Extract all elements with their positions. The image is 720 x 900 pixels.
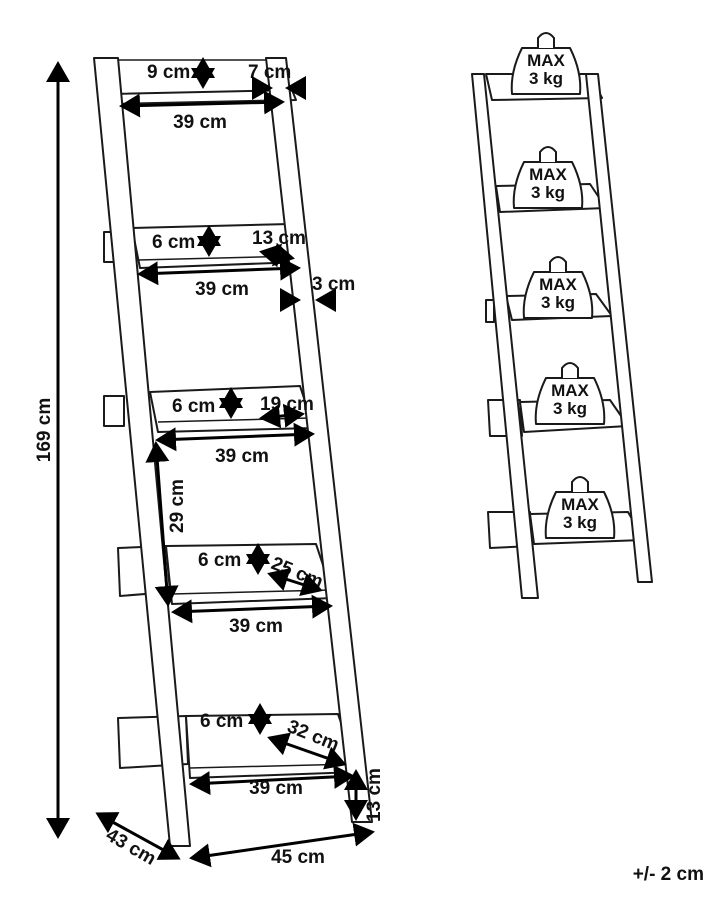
tolerance-note: +/- 2 cm [632, 864, 704, 885]
shelf-3-height-label: 6 cm [172, 396, 215, 417]
width-label: 45 cm [271, 847, 325, 868]
shelf-1-width-arrow [119, 90, 285, 118]
shelf-4-depth-arrow [267, 568, 323, 596]
weight-4-line1: MAX [551, 381, 589, 400]
right-shelf-3-side [485, 299, 495, 323]
shelf-4-height-label: 6 cm [198, 550, 241, 571]
dimensions: 169 cm 43 cm 45 cm 13 cm 29 cm 3 cm 9 cm… [34, 57, 385, 870]
shelf-spacing-label: 29 cm [167, 479, 188, 533]
width-arrow [189, 822, 375, 868]
shelf-5-width-label: 39 cm [249, 778, 303, 799]
shelf-2-width-arrow [137, 256, 301, 286]
weight-2-line1: MAX [529, 165, 567, 184]
shelf-spacing-arrow [145, 441, 179, 607]
leg-thickness-label: 3 cm [312, 274, 355, 295]
shelf-4-width-label: 39 cm [229, 616, 283, 637]
weight-2-line2: 3 kg [531, 183, 565, 202]
weight-1-line2: 3 kg [529, 69, 563, 88]
weight-5-line1: MAX [561, 495, 599, 514]
shelf-3-width-arrow [155, 422, 315, 452]
shelf-1-depth-label: 7 cm [248, 62, 291, 83]
total-height-label: 169 cm [34, 398, 55, 462]
weight-4-line2: 3 kg [553, 399, 587, 418]
shelf-2-height-label: 6 cm [152, 232, 195, 253]
depth-arrow [95, 812, 181, 860]
shelf-3-width-label: 39 cm [215, 446, 269, 467]
shelf-5-depth-arrow [267, 732, 347, 770]
leg-gap-label: 13 cm [364, 768, 385, 822]
right-leg-back [585, 73, 653, 583]
shelf-3-depth-arrow [259, 403, 305, 429]
shelf-2-width-label: 39 cm [195, 279, 249, 300]
weight-5-line2: 3 kg [563, 513, 597, 532]
weight-4: MAX 3 kg [534, 362, 606, 425]
shelf-4-width-arrow [171, 594, 333, 624]
weight-2: MAX 3 kg [512, 146, 584, 209]
shelf-2-depth-label: 13 cm [252, 228, 306, 249]
weight-1: MAX 3 kg [510, 32, 582, 95]
weight-3-line1: MAX [539, 275, 577, 294]
weight-3: MAX 3 kg [522, 256, 594, 319]
shelf-1-width-label: 39 cm [173, 112, 227, 133]
shelf-3-depth-label: 19 cm [260, 394, 314, 415]
weights: MAX 3 kg MAX 3 kg MAX 3 kg MAX 3 kg MAX … [510, 32, 616, 539]
right-leg-front [471, 73, 539, 599]
shelf-5-height-label: 6 cm [200, 711, 243, 732]
weight-5: MAX 3 kg [544, 476, 616, 539]
weight-1-line1: MAX [527, 51, 565, 70]
weight-3-line2: 3 kg [541, 293, 575, 312]
shelf-5-width-arrow [189, 764, 355, 796]
shelf-1-height-label: 9 cm [147, 62, 190, 83]
